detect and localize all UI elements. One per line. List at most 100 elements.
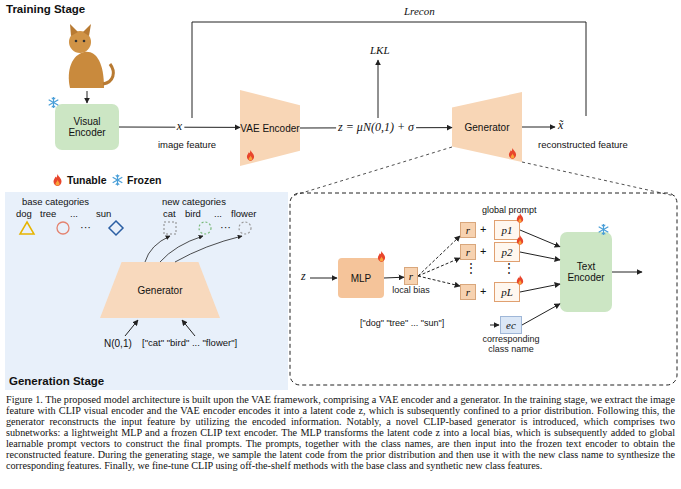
cat-illustration <box>69 24 114 88</box>
annotation-text: + <box>480 223 486 235</box>
annotation-text: ⋮ <box>465 262 477 275</box>
annotation-text: LKL <box>370 44 390 56</box>
edge-label: z = μN(0,1) + σ <box>336 121 416 134</box>
node-label: r <box>466 286 470 298</box>
cat-tail <box>103 64 113 84</box>
prompt-box: p2 <box>494 242 520 262</box>
annotation-text: ⋮ <box>503 262 515 275</box>
flow-arrow <box>310 278 337 279</box>
annotation-text: reconstructed feature <box>538 140 628 150</box>
annotation-text: cat <box>163 209 176 219</box>
connector-arrow <box>418 236 460 276</box>
node-label: Generator <box>137 285 182 296</box>
legend-icon-shape <box>113 175 122 185</box>
legend-text: Tunable <box>67 174 106 186</box>
flow-arrow <box>522 127 555 128</box>
zoom-line <box>522 162 675 196</box>
shape-fill <box>240 90 300 166</box>
prompt-box: p1 <box>494 220 520 240</box>
annotation-text: tree <box>40 209 56 219</box>
bias-box: r <box>460 284 476 300</box>
legend-item: Frozen <box>112 174 161 186</box>
cat-body <box>69 52 104 88</box>
connector-arrow <box>520 252 560 260</box>
connector-arrow <box>418 276 460 286</box>
annotation-text: x̃ <box>558 119 563 132</box>
connector-arrow <box>520 284 560 292</box>
annotation-text: ["dog" "tree" ... "sun"] <box>360 319 444 329</box>
legend-icon-shape <box>54 174 62 186</box>
connector-arrow <box>522 304 560 325</box>
node-label: p1 <box>502 224 513 236</box>
shape-fill <box>452 92 522 162</box>
flow-arrow <box>612 272 642 273</box>
annotation-text: ["cat" "bird" ... "flower"] <box>142 338 237 348</box>
encoder-box: Visual Encoder <box>55 104 119 150</box>
annotation-text: ··· <box>220 221 231 233</box>
annotation-text: dog <box>16 209 32 219</box>
node-label: Generation Stage <box>9 375 104 388</box>
bias-box: r <box>460 244 476 260</box>
section-heading: Training Stage <box>6 3 85 16</box>
connector-arrow <box>418 258 460 276</box>
prompt-box: pL <box>494 282 520 302</box>
annotation-text: + <box>480 285 486 297</box>
cat-eye <box>75 40 78 43</box>
zoom-line <box>292 147 452 196</box>
shape-fill <box>100 262 220 318</box>
figure-caption: Figure 1. The proposed model architectur… <box>6 394 675 471</box>
annotation-text: + <box>480 245 486 257</box>
zoom-box <box>290 193 677 385</box>
flow-arrow <box>87 91 88 103</box>
legend-text: Frozen <box>127 174 161 186</box>
cat-ears <box>70 24 91 36</box>
legend-icon <box>112 174 123 186</box>
annotation-text: ... <box>214 209 222 219</box>
connector-arrow <box>384 277 404 279</box>
node-caption: local bias <box>374 286 448 296</box>
encoder-trapezoid: VAE Encoder <box>240 90 300 166</box>
node-label: r <box>409 270 413 282</box>
generator-trapezoid: Generator <box>452 92 522 162</box>
annotation-text: z <box>301 270 306 283</box>
node-label: p2 <box>502 246 513 258</box>
annotation-text: Lrecon <box>404 5 435 17</box>
bias-box: rlocal bias <box>404 267 418 285</box>
annotation-text: sun <box>96 209 111 219</box>
edge-label: x <box>175 121 184 134</box>
annotation-text: global prompt <box>482 206 537 216</box>
annotation-text: ... <box>70 209 78 219</box>
legend-item: Tunable <box>52 174 106 186</box>
annotation-text: N(0,1) <box>104 338 132 349</box>
cat-eye <box>83 40 86 43</box>
kl-arrow <box>378 60 379 118</box>
annotation-text: bird <box>185 209 201 219</box>
node-label: r <box>466 224 470 236</box>
annotation-text: image feature <box>158 140 216 150</box>
mlp-box: MLP <box>338 258 384 298</box>
connector-arrow <box>520 230 560 247</box>
node-label: r <box>466 246 470 258</box>
stage-panel: Generation Stage Generator <box>5 192 288 390</box>
flow-arrow <box>490 325 499 326</box>
legend-icon <box>52 174 63 186</box>
node-label: Visual Encoder <box>55 116 119 138</box>
node-label: MLP <box>351 273 372 284</box>
annotation-text: new categories <box>162 197 226 207</box>
encoder-box: Text Encoder <box>560 232 612 312</box>
bias-box: r <box>460 222 476 238</box>
generator-trapezoid: Generator <box>100 262 220 318</box>
node-label: Generator <box>464 122 509 133</box>
node-label: VAE Encoder <box>240 123 299 134</box>
node-caption: corresponding class name <box>474 335 548 355</box>
node-label: ec <box>506 319 516 331</box>
cat-head <box>69 31 91 53</box>
annotation-text: flower <box>231 209 256 219</box>
node-label: Text Encoder <box>560 261 612 283</box>
class-embedding-box: eccorresponding class name <box>500 316 522 334</box>
annotation-text: base categories <box>22 197 89 207</box>
annotation-text: ··· <box>80 221 91 233</box>
node-label: pL <box>501 286 513 298</box>
